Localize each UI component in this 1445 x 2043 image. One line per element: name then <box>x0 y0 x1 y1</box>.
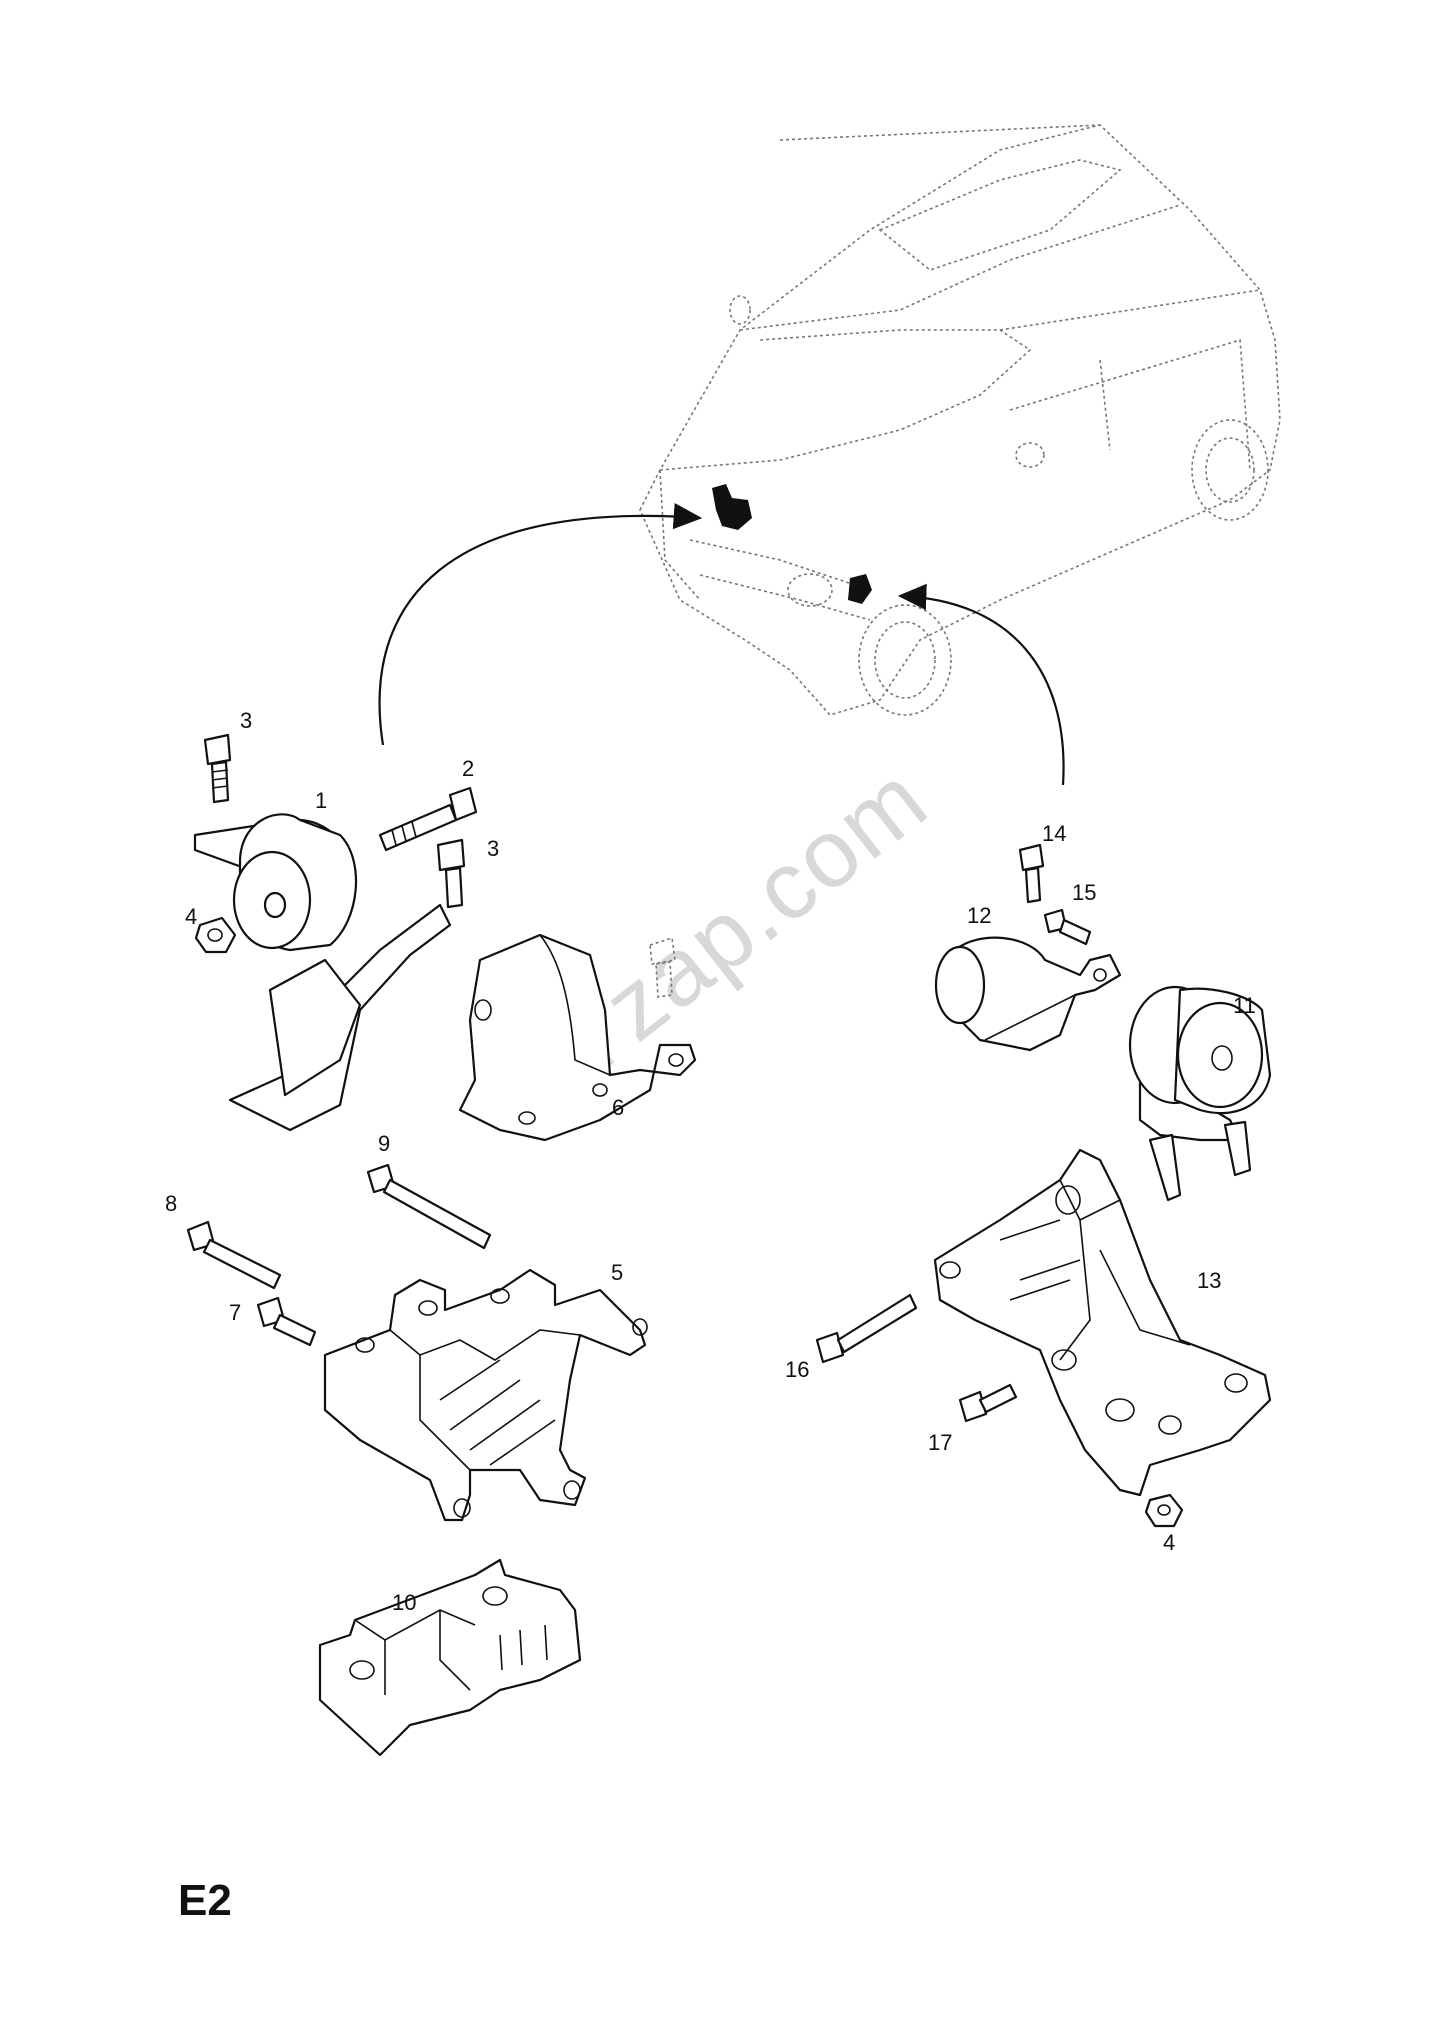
callout-7: 7 <box>229 1300 242 1325</box>
callout-12: 12 <box>967 903 992 928</box>
pointer-arrow-right <box>897 583 1065 786</box>
callout-9: 9 <box>378 1131 391 1156</box>
part-6-bracket <box>458 933 697 1142</box>
vehicle-outline <box>639 124 1281 716</box>
bolt-16 <box>815 1293 918 1364</box>
bolt-9 <box>366 1163 492 1250</box>
part-13-bracket <box>933 1148 1272 1497</box>
callout-3a: 3 <box>240 708 253 733</box>
callout-14: 14 <box>1042 821 1067 846</box>
part-5-bracket <box>323 1268 648 1522</box>
bolt-8 <box>186 1220 282 1290</box>
bolt-15 <box>1043 908 1092 946</box>
callout-10: 10 <box>392 1590 417 1615</box>
callout-4a: 4 <box>185 904 198 929</box>
part-1-engine-mount <box>193 813 452 1132</box>
part-12-mount <box>934 936 1122 1052</box>
callout-1: 1 <box>315 788 328 813</box>
callout-8: 8 <box>165 1191 178 1216</box>
section-code: E2 <box>178 1876 232 1925</box>
callout-3b: 3 <box>487 836 500 861</box>
bolt-7 <box>256 1296 317 1347</box>
callout-13: 13 <box>1197 1268 1222 1293</box>
bolt-3a <box>203 733 232 804</box>
callout-2: 2 <box>462 756 475 781</box>
part-10-plate <box>318 1558 582 1757</box>
pointer-arrow-left <box>378 502 703 746</box>
nut-4a <box>194 916 237 954</box>
bolt-14 <box>1018 843 1045 904</box>
bolt-2 <box>378 786 478 852</box>
callout-11: 11 <box>1233 993 1256 1018</box>
nut-4b <box>1144 1493 1184 1528</box>
part-11-mount <box>1128 985 1272 1202</box>
bolt-3b <box>436 838 466 909</box>
callout-16: 16 <box>785 1357 810 1382</box>
callout-15: 15 <box>1072 880 1097 905</box>
callout-17: 17 <box>928 1430 953 1455</box>
callout-5: 5 <box>611 1260 624 1285</box>
callout-4b: 4 <box>1163 1530 1176 1555</box>
callout-6: 6 <box>612 1095 625 1120</box>
bolt-17 <box>958 1383 1018 1423</box>
